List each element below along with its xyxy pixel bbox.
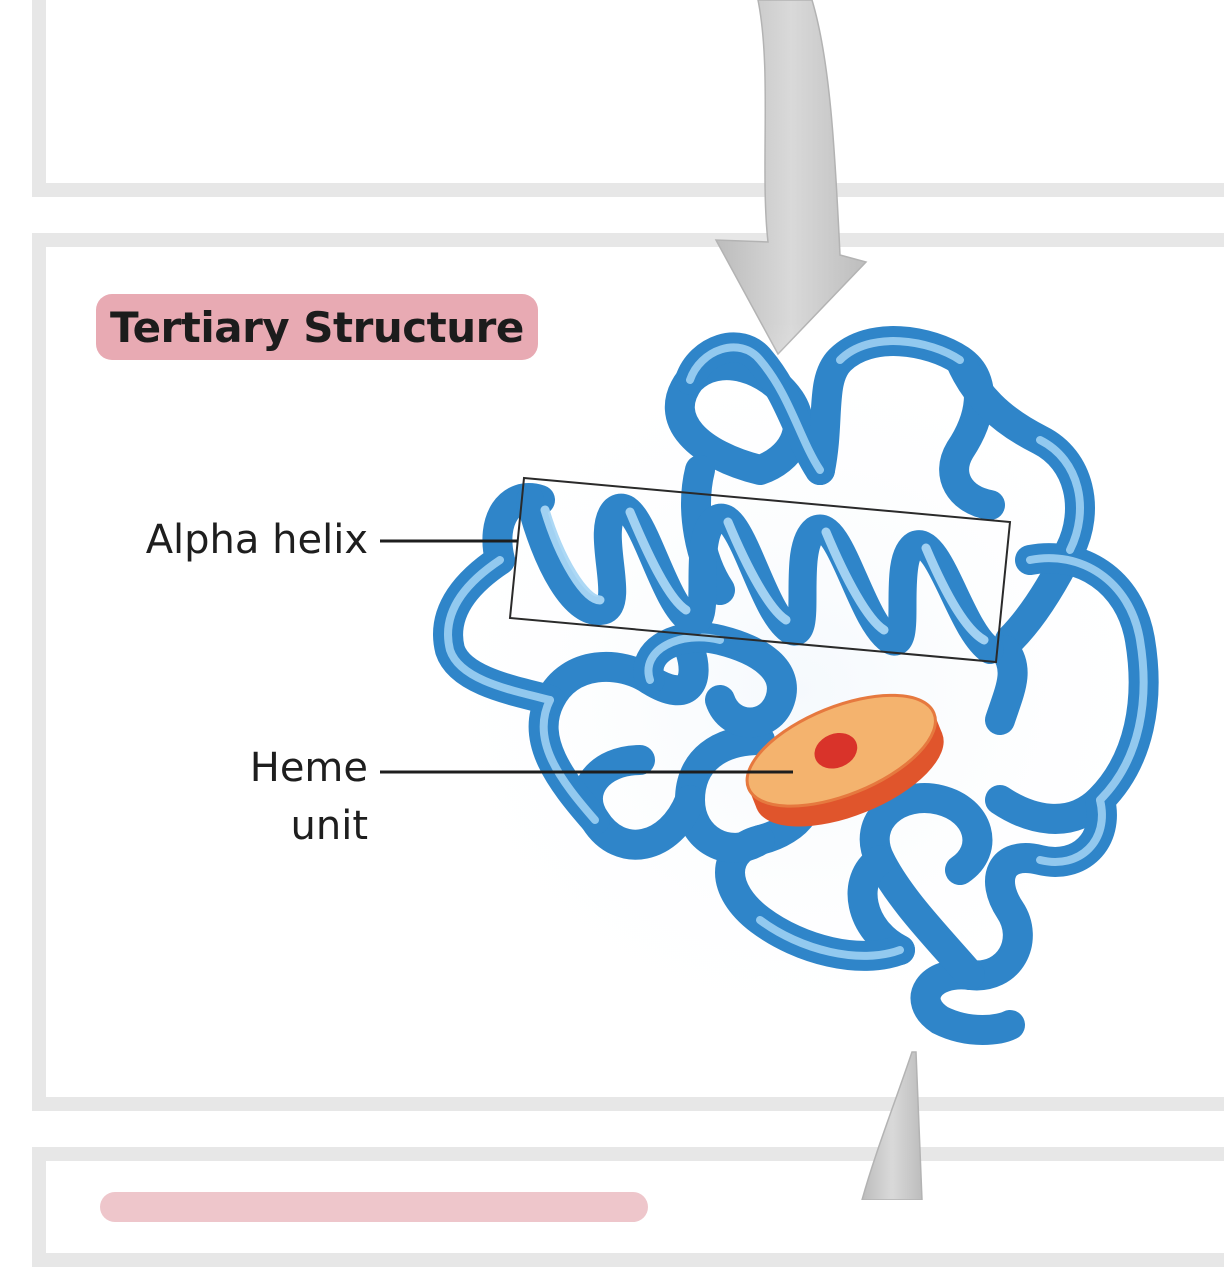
heme-label-line-1: Heme — [249, 745, 368, 791]
outgoing-arrow — [861, 1051, 923, 1200]
top-panel — [32, 0, 1224, 197]
heme-unit-label: Heme unit — [250, 739, 368, 855]
alpha-helix-label: Alpha helix — [146, 511, 368, 569]
panel-title: Tertiary Structure — [110, 302, 524, 352]
alpha-helix-box — [508, 476, 1012, 664]
alpha-helix-label-text: Alpha helix — [145, 517, 368, 563]
heme-label-line-2: unit — [290, 803, 369, 849]
incoming-arrow — [714, 0, 868, 356]
heme-unit — [745, 693, 944, 827]
protein-diagram — [380, 0, 1200, 1200]
panel-title-tab: Tertiary Structure — [96, 294, 538, 360]
